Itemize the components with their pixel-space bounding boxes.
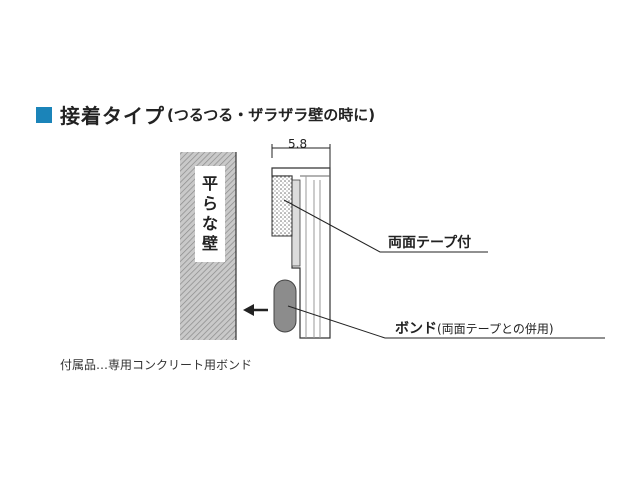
bond-callout-title: ボンド xyxy=(395,321,437,337)
wall-label-box: 平 ら な 壁 xyxy=(195,166,225,262)
wall-label-char: 平 xyxy=(201,174,218,193)
double-sided-tape xyxy=(271,175,293,237)
tape-leader-line xyxy=(283,199,488,253)
bond-leader-line xyxy=(287,305,605,339)
left-arrow-icon xyxy=(243,304,268,316)
section-heading: 接着タイプ (つるつる・ザラザラ壁の時に) xyxy=(36,100,375,129)
heading-subtitle: (つるつる・ザラザラ壁の時に) xyxy=(167,106,376,124)
square-bullet-icon xyxy=(36,106,52,123)
bond-callout: ボンド(両面テープとの併用) xyxy=(395,318,554,338)
bond-callout-note: (両面テープとの併用) xyxy=(437,322,554,336)
wall-label-char: ら xyxy=(201,194,218,213)
tape-callout: 両面テープ付 xyxy=(388,235,472,251)
wall-label-char: 壁 xyxy=(201,234,218,253)
wall-label-char: な xyxy=(201,214,218,233)
bond-blob xyxy=(273,279,297,333)
accessory-footnote: 付属品…専用コンクリート用ボンド xyxy=(60,358,253,372)
heading-title: 接着タイプ xyxy=(60,104,165,128)
dimension-label: 5.8 xyxy=(288,137,308,151)
